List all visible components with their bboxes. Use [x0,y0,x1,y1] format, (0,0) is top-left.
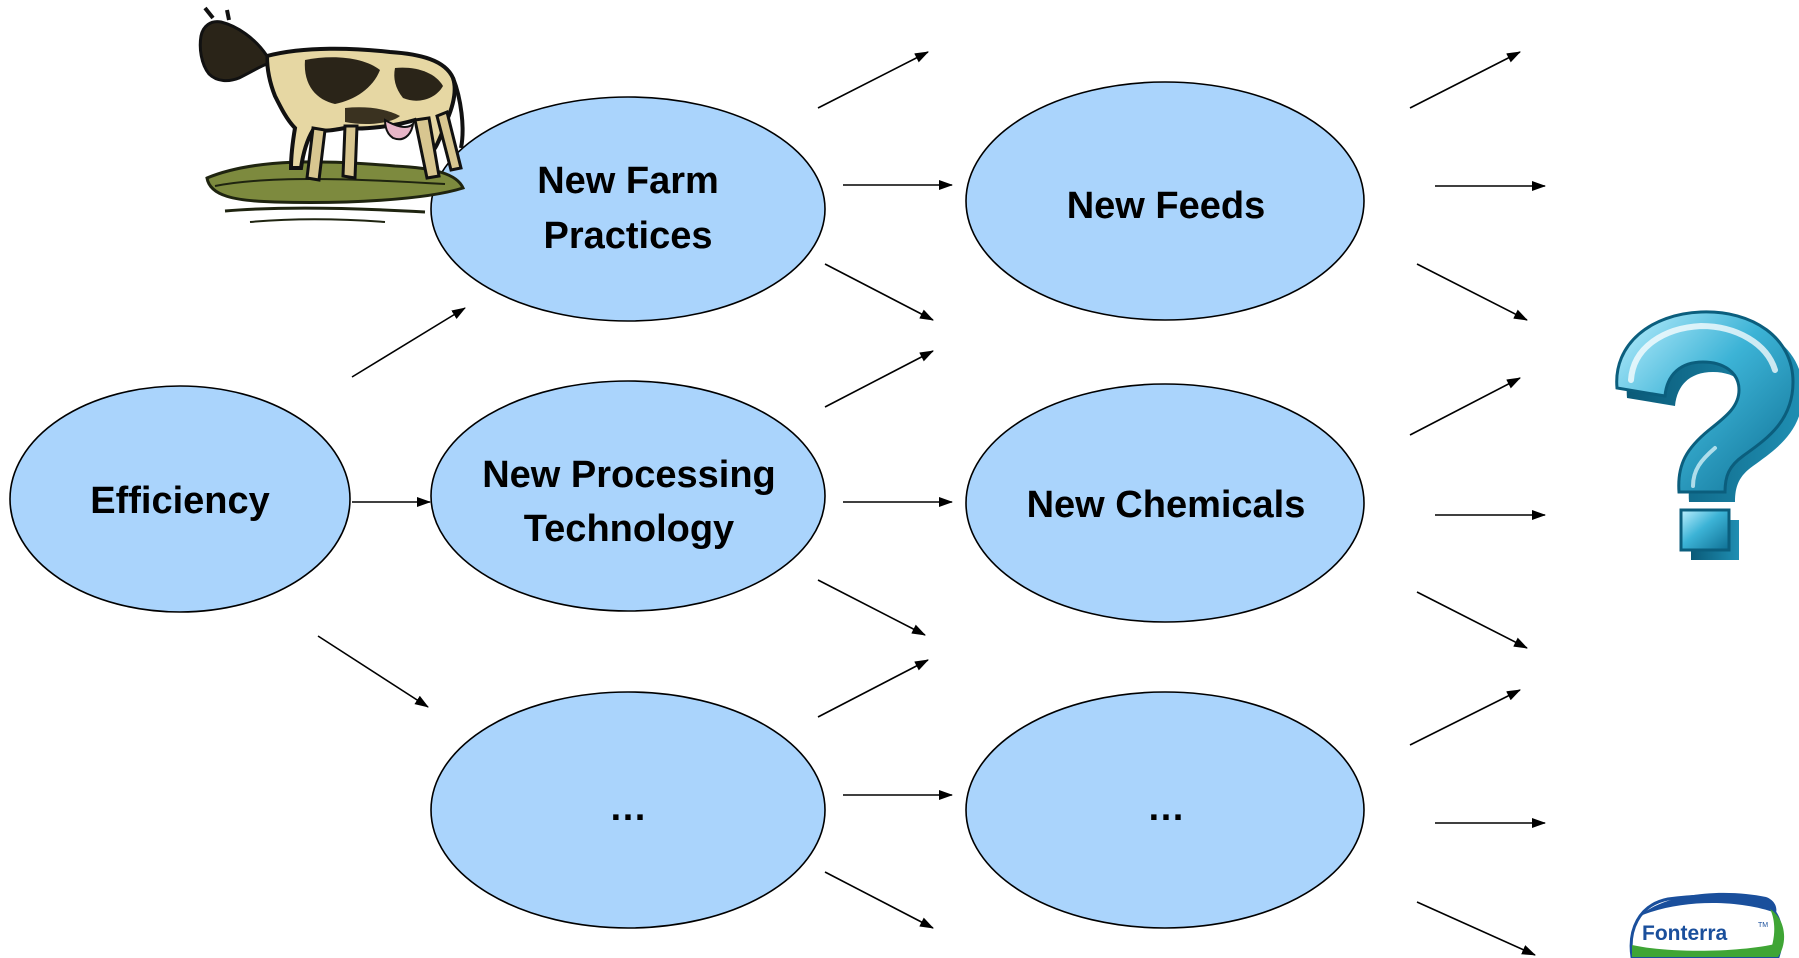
label-line: New Farm [537,160,719,202]
label-line: New Processing [482,454,776,496]
label-line: … [609,787,647,829]
node-efficiency: Efficiency [9,385,351,613]
node-feeds: New Feeds [965,81,1365,321]
label-line: Practices [543,215,712,257]
node-farm-practices-shape [430,96,826,322]
label-line: Technology [524,508,734,550]
fonterra-logo-text: Fonterra [1642,922,1728,945]
arrow-feeds-up [1409,51,1521,109]
label-line: Efficiency [90,480,270,522]
node-chemicals-shape [965,383,1365,623]
arrow-other2-down [1416,901,1536,956]
cow-clipart-icon [198,6,466,223]
arrow-chemicals-up [1409,377,1521,436]
label-line: … [1147,787,1185,829]
arrow-farm-down [824,263,934,321]
node-other-1: … [430,691,826,929]
arrow-processing-down [817,579,926,636]
node-efficiency-shape [9,385,351,613]
node-feeds-shape [965,81,1365,321]
arrow-efficiency-to-farm [351,307,466,378]
arrows [317,51,1546,956]
node-other-1-label: … [609,787,647,829]
node-other-2-shape [965,691,1365,929]
arrow-chemicals-down [1416,591,1528,649]
node-feeds-label: New Feeds [1067,185,1266,227]
arrow-other1-down [824,871,934,929]
node-efficiency-label: Efficiency [90,480,270,522]
node-chemicals: New Chemicals [965,383,1365,623]
node-other-1-shape [430,691,826,929]
fonterra-logo: Fonterra TM [1629,892,1785,958]
arrow-feeds-down [1416,263,1528,321]
node-other-2: … [965,691,1365,929]
fonterra-logo-tm: TM [1758,922,1768,929]
question-mark-face [1615,310,1795,494]
node-other-2-label: … [1147,787,1185,829]
arrow-farm-up [817,51,929,109]
node-chemicals-label: New Chemicals [1027,484,1306,526]
arrow-other2-up [1409,689,1521,746]
arrow-other1-up [817,659,929,718]
question-mark-dot [1679,508,1731,552]
question-mark-icon [1615,310,1799,560]
label-line: New Chemicals [1027,484,1306,526]
arrow-efficiency-to-other [317,635,429,708]
node-processing-technology-shape [430,380,826,612]
arrow-processing-up [824,350,934,408]
label-line: New Feeds [1067,185,1266,227]
